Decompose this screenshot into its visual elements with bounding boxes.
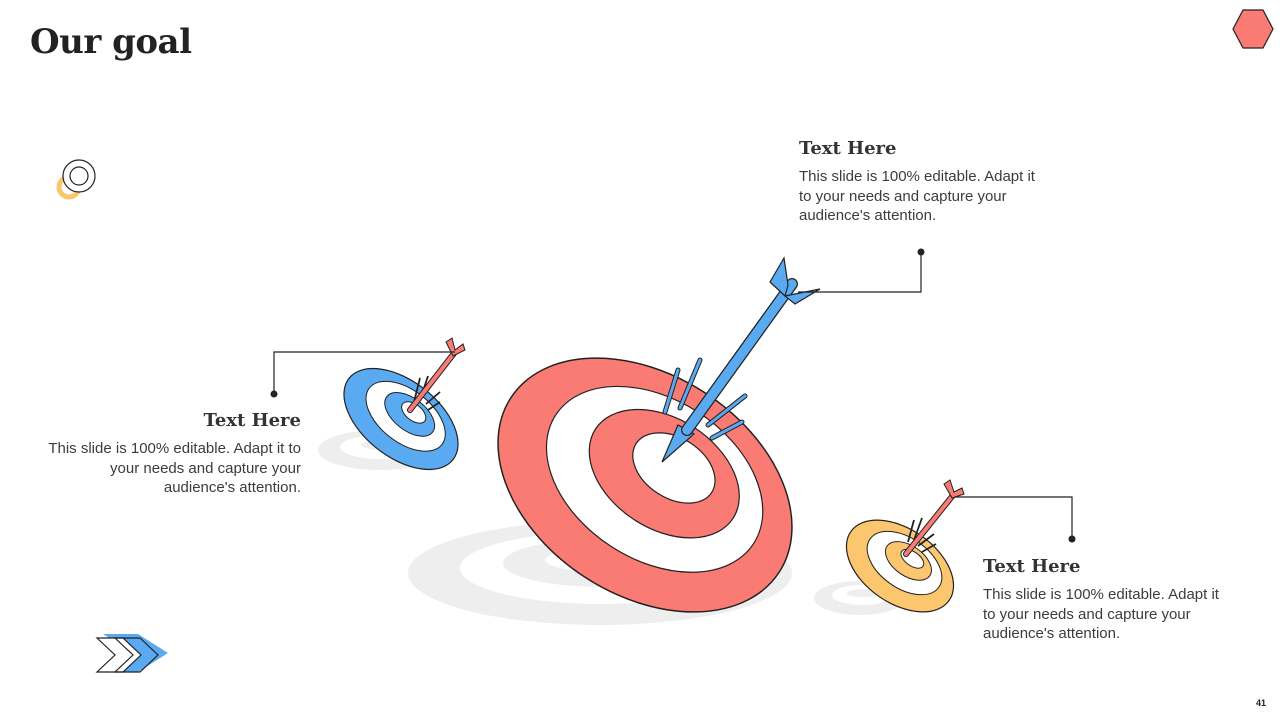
text-block-heading: Text Here <box>203 410 302 431</box>
dartboard-icon <box>845 519 955 613</box>
concentric-circles-icon <box>56 159 96 200</box>
connector-left <box>270 351 455 398</box>
page-number: 41 <box>1255 698 1266 708</box>
slide-title: Our goal <box>30 22 192 62</box>
dartboard-icon <box>343 367 459 471</box>
hexagon-icon <box>1232 9 1274 49</box>
dart-icon <box>661 256 821 463</box>
dartboard-icon <box>497 357 793 613</box>
text-block-right: Text Here This slide is 100% editable. A… <box>983 556 1233 644</box>
text-block-body: This slide is 100% editable. Adapt it to… <box>799 168 1035 224</box>
text-block-left: Text Here This slide is 100% editable. A… <box>40 410 301 498</box>
dart-icon <box>903 479 965 557</box>
text-block-top: Text Here This slide is 100% editable. A… <box>799 138 1049 226</box>
text-block-body: This slide is 100% editable. Adapt it to… <box>48 440 301 496</box>
connector-top <box>798 248 925 293</box>
fast-forward-arrows-icon <box>95 634 168 673</box>
text-block-heading: Text Here <box>983 556 1081 577</box>
text-block-body: This slide is 100% editable. Adapt it to… <box>983 586 1219 642</box>
text-block-heading: Text Here <box>799 138 897 159</box>
dart-icon <box>407 337 466 413</box>
connector-right <box>955 496 1076 543</box>
